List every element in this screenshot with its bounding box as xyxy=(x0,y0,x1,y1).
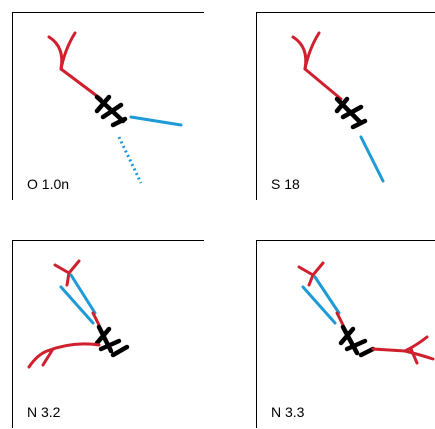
molecule-drawing-2 xyxy=(291,31,385,183)
red-link xyxy=(335,311,345,327)
red-fork xyxy=(59,31,77,71)
center-atom xyxy=(94,94,128,128)
panel-label: N 3.2 xyxy=(27,404,61,420)
blue-dotted-bond xyxy=(117,136,143,184)
molecule-drawing-1 xyxy=(47,31,183,184)
diagram-panel-1: O 1.0n xyxy=(12,12,204,200)
diagram-panel-4: N 3.3 xyxy=(256,240,435,428)
center-atom xyxy=(338,324,376,358)
molecule-drawing-3 xyxy=(27,259,130,369)
panel-label: S 18 xyxy=(271,176,300,192)
panel-label: O 1.0n xyxy=(27,176,70,192)
center-atom xyxy=(334,96,368,130)
diagram-panel-3: N 3.2 xyxy=(12,240,204,428)
molecule-drawing-4 xyxy=(297,261,435,365)
blue-bond-2 xyxy=(69,273,97,315)
red-branch xyxy=(291,35,308,71)
red-fork xyxy=(303,31,321,71)
red-right-branch xyxy=(371,335,435,365)
red-left-branch xyxy=(27,342,101,369)
panel-label: N 3.3 xyxy=(271,404,305,420)
red-link xyxy=(91,311,101,327)
red-branch xyxy=(47,35,64,71)
red-top-fork xyxy=(53,259,81,287)
red-bond xyxy=(303,67,343,101)
center-atom xyxy=(94,324,130,358)
diagram-panel-2: S 18 xyxy=(256,12,435,200)
blue-bond-1 xyxy=(301,285,337,325)
blue-bond xyxy=(129,115,183,127)
blue-bond xyxy=(359,135,385,183)
red-bond xyxy=(59,67,103,101)
blue-bond-1 xyxy=(59,285,95,325)
red-top-fork xyxy=(297,261,325,287)
blue-bond-2 xyxy=(313,275,341,315)
